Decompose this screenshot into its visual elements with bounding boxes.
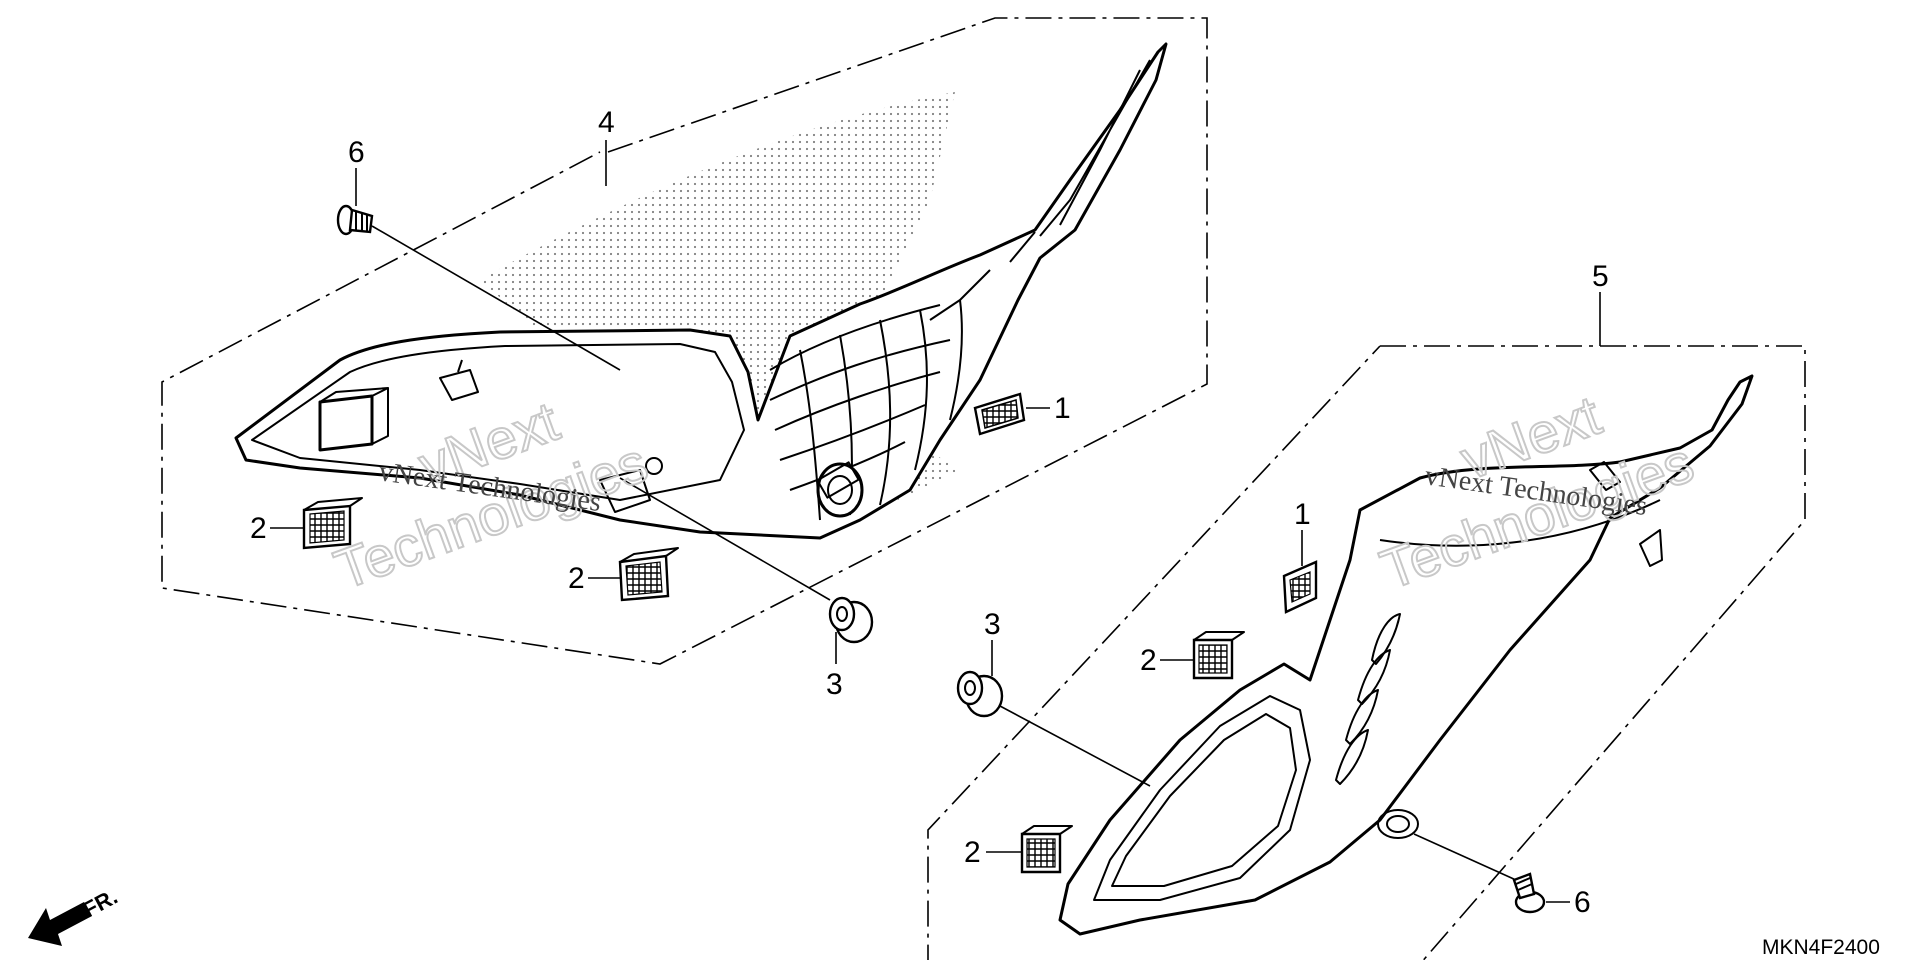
callout-1-top: 1: [1054, 392, 1071, 425]
callout-2-right-upper: 2: [1140, 644, 1157, 677]
callouts: 4 6 1 2 2 3 5 1 3 2 2 6: [250, 106, 1609, 919]
left-side-cover: [234, 42, 1168, 540]
right-cover-top-edge: [1379, 461, 1661, 547]
assembly-4-boundary: [161, 17, 1208, 665]
callout-2-left: 2: [250, 512, 267, 545]
clip-2-right-upper: [1192, 631, 1245, 680]
left-cover-lip: [251, 343, 745, 501]
right-cover-window-inner: [1111, 713, 1297, 887]
front-direction-indicator: FR.: [28, 884, 122, 946]
panel-tab: [599, 469, 651, 513]
nut-3-left: [828, 596, 874, 644]
callout-5: 5: [1592, 260, 1609, 293]
screw-6-top: [336, 204, 374, 236]
clip-2-left: [302, 497, 363, 550]
assembly-5: [927, 292, 1806, 960]
screw-6-bottom: [1512, 872, 1546, 914]
vent-slots: [1335, 613, 1401, 785]
grommet-1-top: [973, 392, 1026, 436]
rear-tab: [1639, 529, 1663, 567]
panel-hole: [645, 457, 663, 475]
clip-block: [318, 387, 389, 452]
grommet-1-bottom: [1282, 560, 1318, 614]
callout-3-right: 3: [984, 608, 1001, 641]
left-cover-rib: [929, 59, 1151, 321]
clip-2-center: [618, 547, 679, 602]
right-cover-window: [1093, 695, 1311, 901]
nut-3-right: [956, 670, 1004, 718]
mount-boss: [816, 461, 864, 518]
callout-2-center: 2: [568, 562, 585, 595]
screw-hole: [1377, 809, 1419, 839]
callout-6-bottom: 6: [1574, 886, 1591, 919]
callout-3-left: 3: [826, 668, 843, 701]
callout-4: 4: [598, 106, 615, 139]
diagram-code: MKN4F2400: [1762, 936, 1880, 959]
callout-2-right-lower: 2: [964, 836, 981, 869]
callout-1-bottom: 1: [1294, 498, 1311, 531]
callout-6-top: 6: [348, 136, 365, 169]
assembly-5-boundary: [927, 345, 1806, 960]
right-side-cover: [1058, 374, 1754, 936]
front-arrow-icon: [28, 902, 92, 946]
assembly-4: [161, 17, 1208, 665]
clip-2-right-lower: [1020, 825, 1073, 874]
panel-stud: [439, 359, 479, 401]
